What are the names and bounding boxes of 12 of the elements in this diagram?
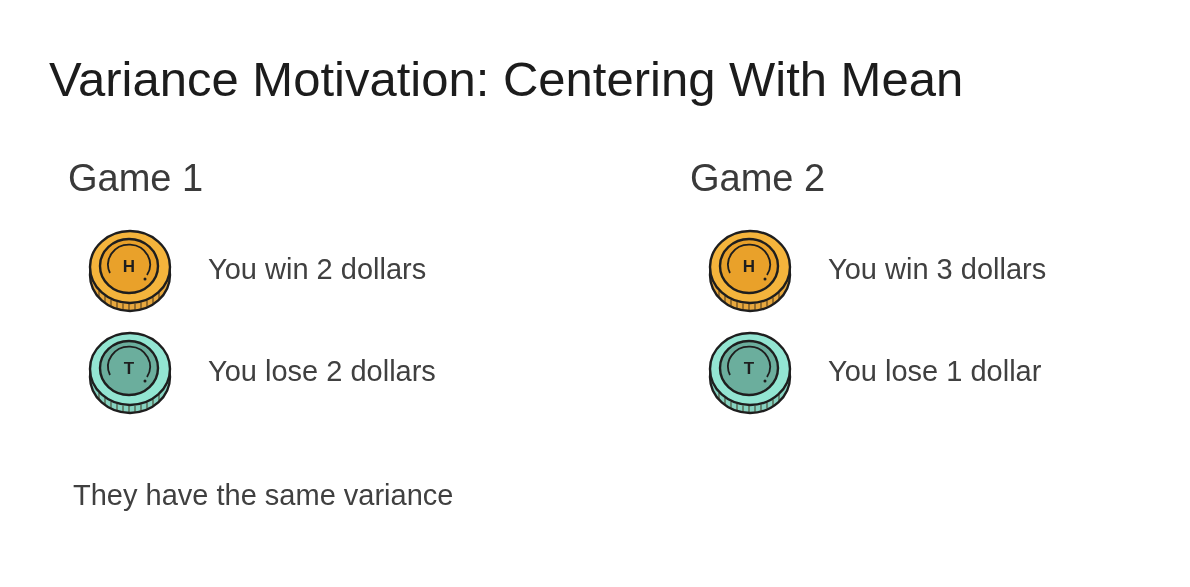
coin-letter: H (742, 257, 756, 275)
slide-title: Variance Motivation: Centering With Mean (49, 50, 964, 107)
note-text: They have the same variance (73, 478, 454, 512)
coin-letter: T (743, 359, 755, 377)
outcome-text: You win 2 dollars (208, 252, 427, 286)
outcome-text: You lose 2 dollars (208, 354, 436, 388)
outcome-text: You win 3 dollars (828, 252, 1047, 286)
column-heading: Game 2 (690, 157, 826, 201)
coin-letter: T (123, 359, 135, 377)
outcome-text: You lose 1 dollar (828, 354, 1042, 388)
coin-letter: H (122, 257, 136, 275)
column-heading: Game 1 (68, 157, 204, 201)
